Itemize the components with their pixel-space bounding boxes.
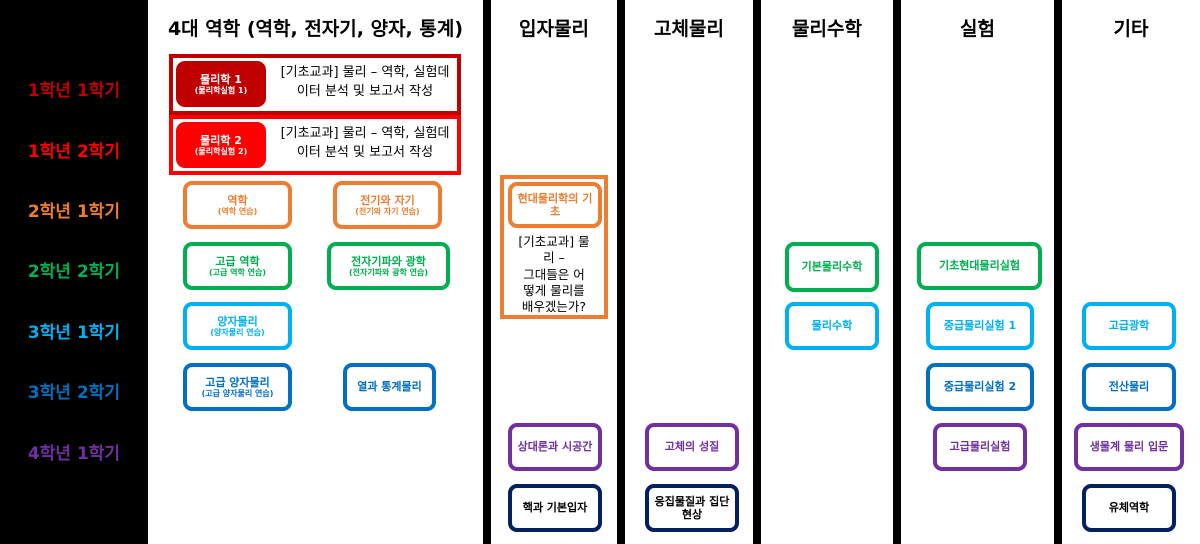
row-label-2-1: 2학년 1학기 — [27, 202, 121, 222]
course-sub: (전자기파와 광학 연습) — [348, 267, 429, 277]
course-title: 물리학 2 — [200, 133, 242, 147]
course-title: 기초현대물리실험 — [939, 259, 1020, 273]
row-label-1-1: 1학년 1학기 — [27, 81, 121, 101]
course-title: 고급 역학 — [215, 254, 260, 268]
comp-phys-course: 전산물리 — [1082, 363, 1176, 411]
course-title: 응집물질과 집단현상 — [654, 494, 730, 521]
course-title: 현대물리학의 기초 — [517, 191, 593, 218]
course-title: 전산물리 — [1108, 380, 1150, 394]
course-title: 고급물리실험 — [949, 440, 1011, 454]
header-particle: 입자물리 — [519, 18, 589, 40]
bio-phys-course: 생물계 물리 입문 — [1074, 423, 1184, 471]
physics2-course: 물리학 2 (물리학실험 2) — [176, 122, 266, 168]
course-title: 역학 — [227, 193, 248, 207]
relativity-course: 상대론과 시공간 — [508, 423, 602, 471]
row-label-3-2: 3학년 2학기 — [27, 383, 121, 403]
adv-optics-course: 고급광학 — [1082, 302, 1176, 350]
course-title: 양자물리 — [217, 314, 258, 328]
adv-lab-course: 고급물리실험 — [933, 423, 1027, 471]
modern-physics-course: 현대물리학의 기초 — [508, 182, 602, 228]
condensed-course: 응집물질과 집단현상 — [645, 484, 739, 532]
thermo-course: 열과 통계물리 — [343, 363, 436, 411]
course-title: 고급광학 — [1108, 319, 1150, 333]
inter-lab2-course: 중급물리실험 2 — [926, 363, 1034, 411]
adv-quantum-course: 고급 양자물리 (고급 양자물리 연습) — [183, 363, 292, 411]
header-solid: 고체물리 — [654, 18, 724, 40]
course-title: 기본물리수학 — [801, 260, 863, 274]
basic-modern-lab-course: 기초현대물리실험 — [917, 242, 1042, 290]
header-other: 기타 — [1113, 18, 1149, 40]
course-sub: (고급 양자물리 연습) — [201, 388, 274, 398]
physics1-frame — [169, 54, 461, 115]
course-sub: (양자물리 연습) — [210, 327, 265, 337]
course-sub: (고급 역학 연습) — [208, 267, 267, 277]
quantum-course: 양자물리 (양자물리 연습) — [183, 302, 292, 350]
course-title: 물리수학 — [811, 319, 853, 333]
course-title: 전자기파와 광학 — [351, 254, 426, 268]
adv-mechanics-course: 고급 역학 (고급 역학 연습) — [183, 242, 292, 290]
course-title: 중급물리실험 2 — [943, 380, 1017, 394]
course-sub: (물리학실험 2) — [194, 146, 248, 156]
math-physics-course: 물리수학 — [785, 302, 879, 350]
course-title: 생물계 물리 입문 — [1089, 440, 1169, 454]
nuclear-course: 핵과 기본입자 — [508, 484, 602, 532]
mechanics-course: 역학 (역학 연습) — [183, 181, 292, 229]
course-sub: (역학 연습) — [217, 206, 258, 216]
solid-props-course: 고체의 성질 — [645, 423, 739, 471]
course-title: 상대론과 시공간 — [517, 440, 593, 454]
row-label-1-2: 1학년 2학기 — [27, 142, 121, 162]
course-title: 고체의 성질 — [664, 440, 720, 454]
header-mechanics: 4대 역학 (역학, 전자기, 양자, 통계) — [167, 18, 464, 40]
em-course: 전기와 자기 (전기와 자기 연습) — [333, 181, 442, 229]
course-title: 열과 통계물리 — [357, 380, 422, 394]
em-waves-course: 전자기파와 광학 (전자기파와 광학 연습) — [327, 242, 450, 290]
fluid-course: 유체역학 — [1082, 484, 1176, 532]
header-math: 물리수학 — [792, 18, 862, 40]
physics1-course: 물리학 1 (물리학실험 1) — [176, 61, 266, 107]
inter-lab1-course: 중급물리실험 1 — [926, 302, 1034, 350]
course-title: 고급 양자물리 — [205, 375, 270, 389]
row-label-3-1: 3학년 1학기 — [27, 323, 121, 343]
course-title: 전기와 자기 — [360, 193, 415, 207]
course-sub: (물리학실험 1) — [194, 85, 248, 95]
row-label-4-2: 4학년 2학기 — [27, 504, 121, 524]
modern-physics-frame — [500, 175, 608, 319]
header-experiment: 실험 — [960, 18, 995, 40]
course-sub: (전기와 자기 연습) — [355, 206, 420, 216]
basic-math-course: 기본물리수학 — [785, 242, 879, 292]
course-title: 물리학 1 — [200, 72, 242, 86]
course-title: 중급물리실험 1 — [943, 319, 1017, 333]
row-label-2-2: 2학년 2학기 — [27, 262, 121, 282]
course-title: 핵과 기본입자 — [522, 501, 588, 515]
row-label-4-1: 4학년 1학기 — [27, 444, 121, 464]
physics2-frame — [169, 115, 461, 175]
course-title: 유체역학 — [1108, 501, 1150, 515]
